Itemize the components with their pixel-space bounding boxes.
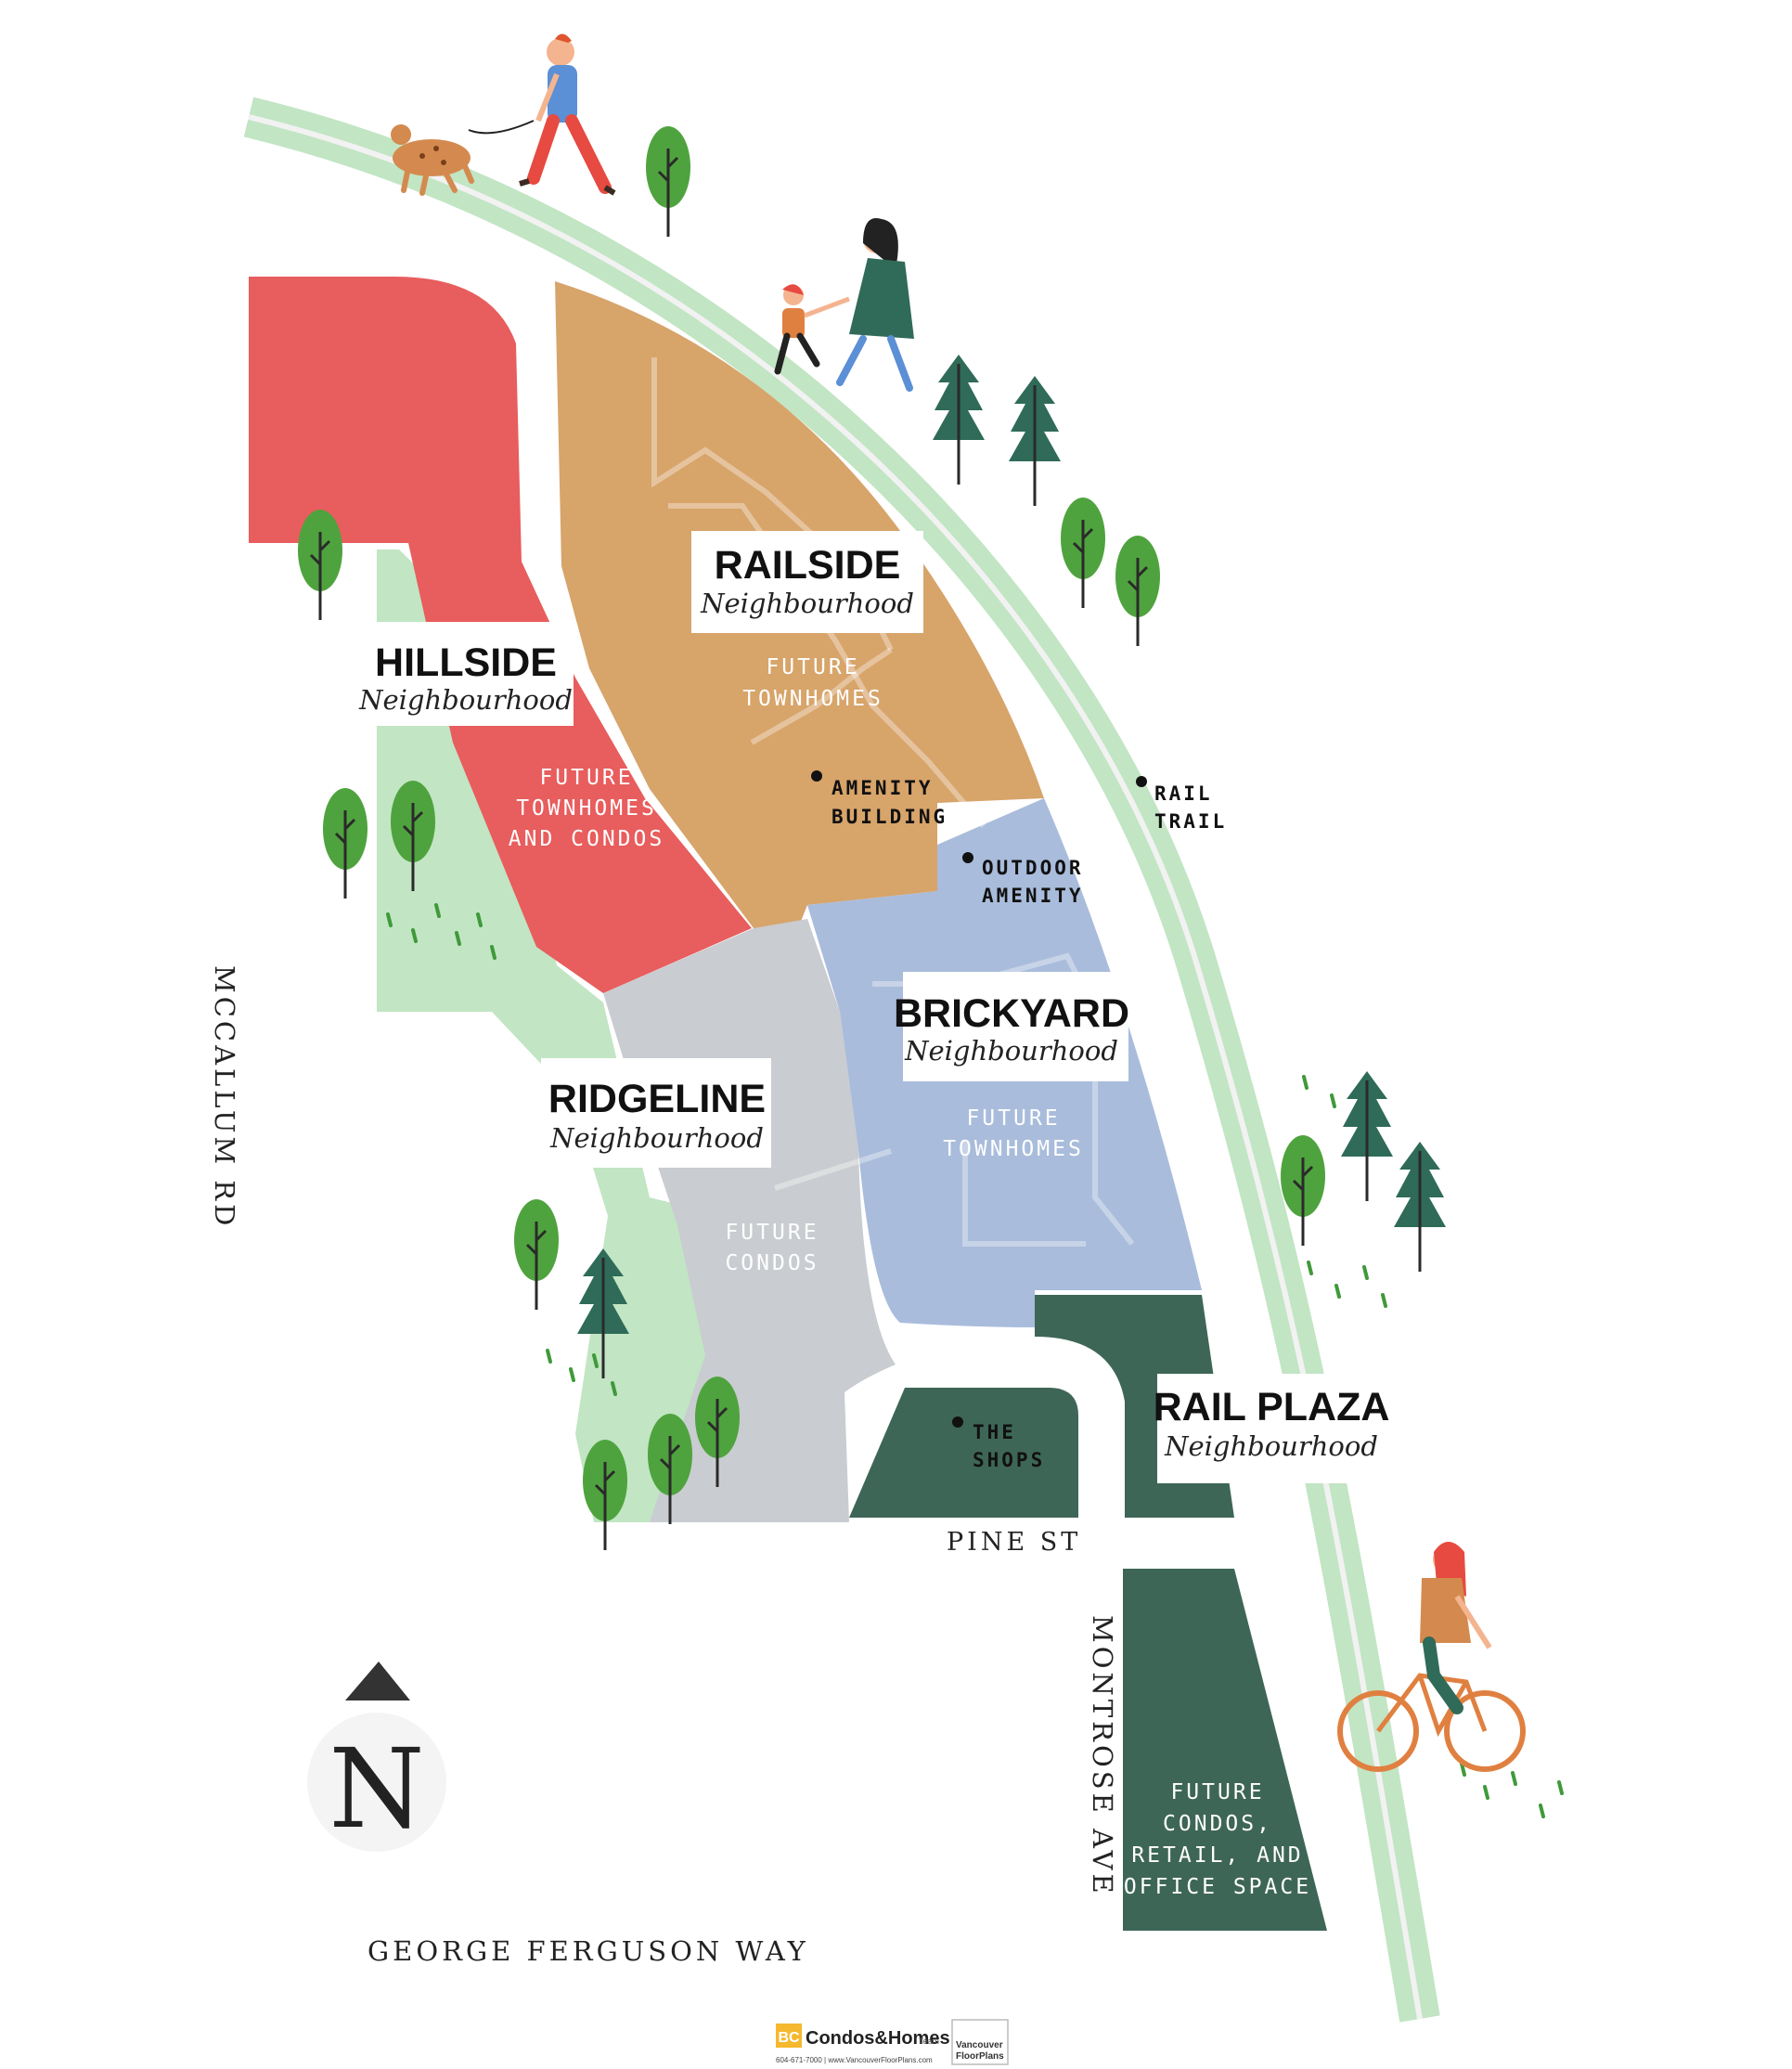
- future-ridgeline-label: FUTURE CONDOS: [725, 1221, 819, 1275]
- compass-letter: N: [329, 1725, 424, 1853]
- poi-dot-icon: [1136, 776, 1147, 787]
- south-future-block: [1123, 1569, 1327, 1931]
- pine-tree-icon: [1394, 1142, 1446, 1272]
- svg-text:FUTURE: FUTURE: [766, 655, 859, 679]
- svg-text:FUTURE: FUTURE: [966, 1106, 1060, 1131]
- poi-dot-icon: [811, 770, 822, 782]
- pine-tree-icon: [1341, 1071, 1393, 1201]
- svg-text:FloorPlans: FloorPlans: [956, 2051, 1004, 2062]
- pine-tree-icon: [933, 355, 985, 485]
- ridgeline-name: RIDGELINE: [548, 1077, 766, 1121]
- svg-text:OUTDOOR: OUTDOOR: [982, 857, 1084, 879]
- poi-dot-icon: [962, 852, 973, 863]
- tree-icon: [298, 510, 342, 620]
- rail-plaza-type: Neighbourhood: [1164, 1430, 1378, 1462]
- svg-text:CONDOS: CONDOS: [725, 1251, 819, 1275]
- floorplans-logo-icon: [951, 2019, 1009, 2065]
- pine-tree-icon: [1009, 376, 1061, 506]
- street-montrose-ave: MONTROSE AVE: [1087, 1615, 1118, 1897]
- svg-text:FUTURE: FUTURE: [725, 1221, 819, 1245]
- label-card-rail-plaza: RAIL PLAZA Neighbourhood: [1154, 1374, 1390, 1483]
- tree-icon: [648, 1414, 692, 1524]
- the-shops-block: [849, 1388, 1078, 1518]
- svg-text:TOWNHOMES: TOWNHOMES: [516, 796, 657, 821]
- svg-text:AND CONDOS: AND CONDOS: [509, 827, 664, 851]
- svg-text:OFFICE SPACE: OFFICE SPACE: [1124, 1875, 1311, 1899]
- label-card-railside: RAILSIDE Neighbourhood: [691, 531, 923, 633]
- footer-logo: BC Condos&Homes Team 604-671-7000 | www.…: [776, 2019, 1009, 2065]
- svg-text:RETAIL, AND: RETAIL, AND: [1131, 1843, 1303, 1868]
- tree-icon: [695, 1377, 740, 1487]
- svg-text:FUTURE: FUTURE: [539, 766, 633, 790]
- svg-text:THE: THE: [973, 1421, 1016, 1443]
- svg-text:TOWNHOMES: TOWNHOMES: [742, 687, 883, 711]
- hillside-name: HILLSIDE: [375, 640, 557, 685]
- brickyard-type: Neighbourhood: [904, 1035, 1118, 1067]
- svg-text:604-671-7000 | www.VancouverFl: 604-671-7000 | www.VancouverFloorPlans.c…: [776, 2056, 933, 2064]
- svg-text:SHOPS: SHOPS: [973, 1449, 1045, 1471]
- poi-the-shops: THE SHOPS: [952, 1416, 1045, 1471]
- svg-text:AMENITY: AMENITY: [832, 777, 934, 799]
- tree-icon: [1115, 536, 1160, 646]
- label-card-hillside: HILLSIDE Neighbourhood: [355, 622, 574, 726]
- railside-type: Neighbourhood: [700, 588, 914, 619]
- poi-dot-icon: [952, 1416, 963, 1428]
- svg-text:Team: Team: [919, 2037, 939, 2046]
- future-railside-label: FUTURE TOWNHOMES: [742, 655, 883, 711]
- future-hillside-label: FUTURE TOWNHOMES AND CONDOS: [509, 766, 664, 851]
- label-card-brickyard: BRICKYARD Neighbourhood: [894, 972, 1129, 1081]
- svg-text:Condos&Homes: Condos&Homes: [806, 2028, 950, 2049]
- svg-text:Vancouver: Vancouver: [956, 2040, 1003, 2050]
- rail-plaza-name: RAIL PLAZA: [1154, 1385, 1390, 1429]
- svg-text:BUILDING: BUILDING: [832, 806, 948, 828]
- future-brickyard-label: FUTURE TOWNHOMES: [943, 1106, 1084, 1161]
- svg-text:AMENITY: AMENITY: [982, 885, 1084, 907]
- svg-text:BC: BC: [778, 2030, 800, 2046]
- label-card-ridgeline: RIDGELINE Neighbourhood: [541, 1058, 771, 1168]
- poi-rail-trail: RAIL TRAIL: [1136, 776, 1227, 833]
- street-pine-st: PINE ST: [947, 1528, 1081, 1557]
- cyclist-illustration: [1337, 1542, 1526, 1772]
- tree-icon: [514, 1199, 559, 1310]
- brickyard-name: BRICKYARD: [894, 991, 1129, 1036]
- tree-icon: [1061, 498, 1105, 608]
- svg-text:TRAIL: TRAIL: [1154, 810, 1227, 833]
- svg-text:RAIL: RAIL: [1154, 782, 1213, 805]
- svg-text:TOWNHOMES: TOWNHOMES: [943, 1137, 1084, 1161]
- poi-amenity-building: AMENITY BUILDING: [811, 770, 948, 828]
- street-mccallum-rd: MCCALLUM RD: [209, 965, 240, 1229]
- svg-text:CONDOS,: CONDOS,: [1163, 1812, 1272, 1836]
- tree-icon: [646, 126, 690, 237]
- north-compass: N: [307, 1662, 446, 1853]
- ridgeline-type: Neighbourhood: [549, 1122, 764, 1154]
- man-walking-dog-illustration: [391, 33, 616, 196]
- tree-icon: [1281, 1135, 1325, 1246]
- mother-and-child-illustration: [774, 218, 914, 392]
- bc-logo-icon: [776, 2024, 802, 2048]
- poi-outdoor-amenity: OUTDOOR AMENITY: [962, 852, 1084, 907]
- tree-icon: [583, 1440, 627, 1550]
- pine-tree-icon: [577, 1248, 629, 1378]
- tree-icon: [323, 788, 367, 899]
- hillside-type: Neighbourhood: [358, 684, 573, 716]
- future-south-label: FUTURE CONDOS, RETAIL, AND OFFICE SPACE: [1124, 1780, 1311, 1899]
- rail-trail-path: [243, 97, 1440, 2023]
- grass-dashes: [386, 903, 1564, 1818]
- railside-name: RAILSIDE: [715, 543, 901, 588]
- street-george-ferguson-way: GEORGE FERGUSON WAY: [367, 1935, 809, 1967]
- trees-group: [298, 126, 1446, 1550]
- svg-text:FUTURE: FUTURE: [1170, 1780, 1264, 1804]
- tree-icon: [391, 781, 435, 891]
